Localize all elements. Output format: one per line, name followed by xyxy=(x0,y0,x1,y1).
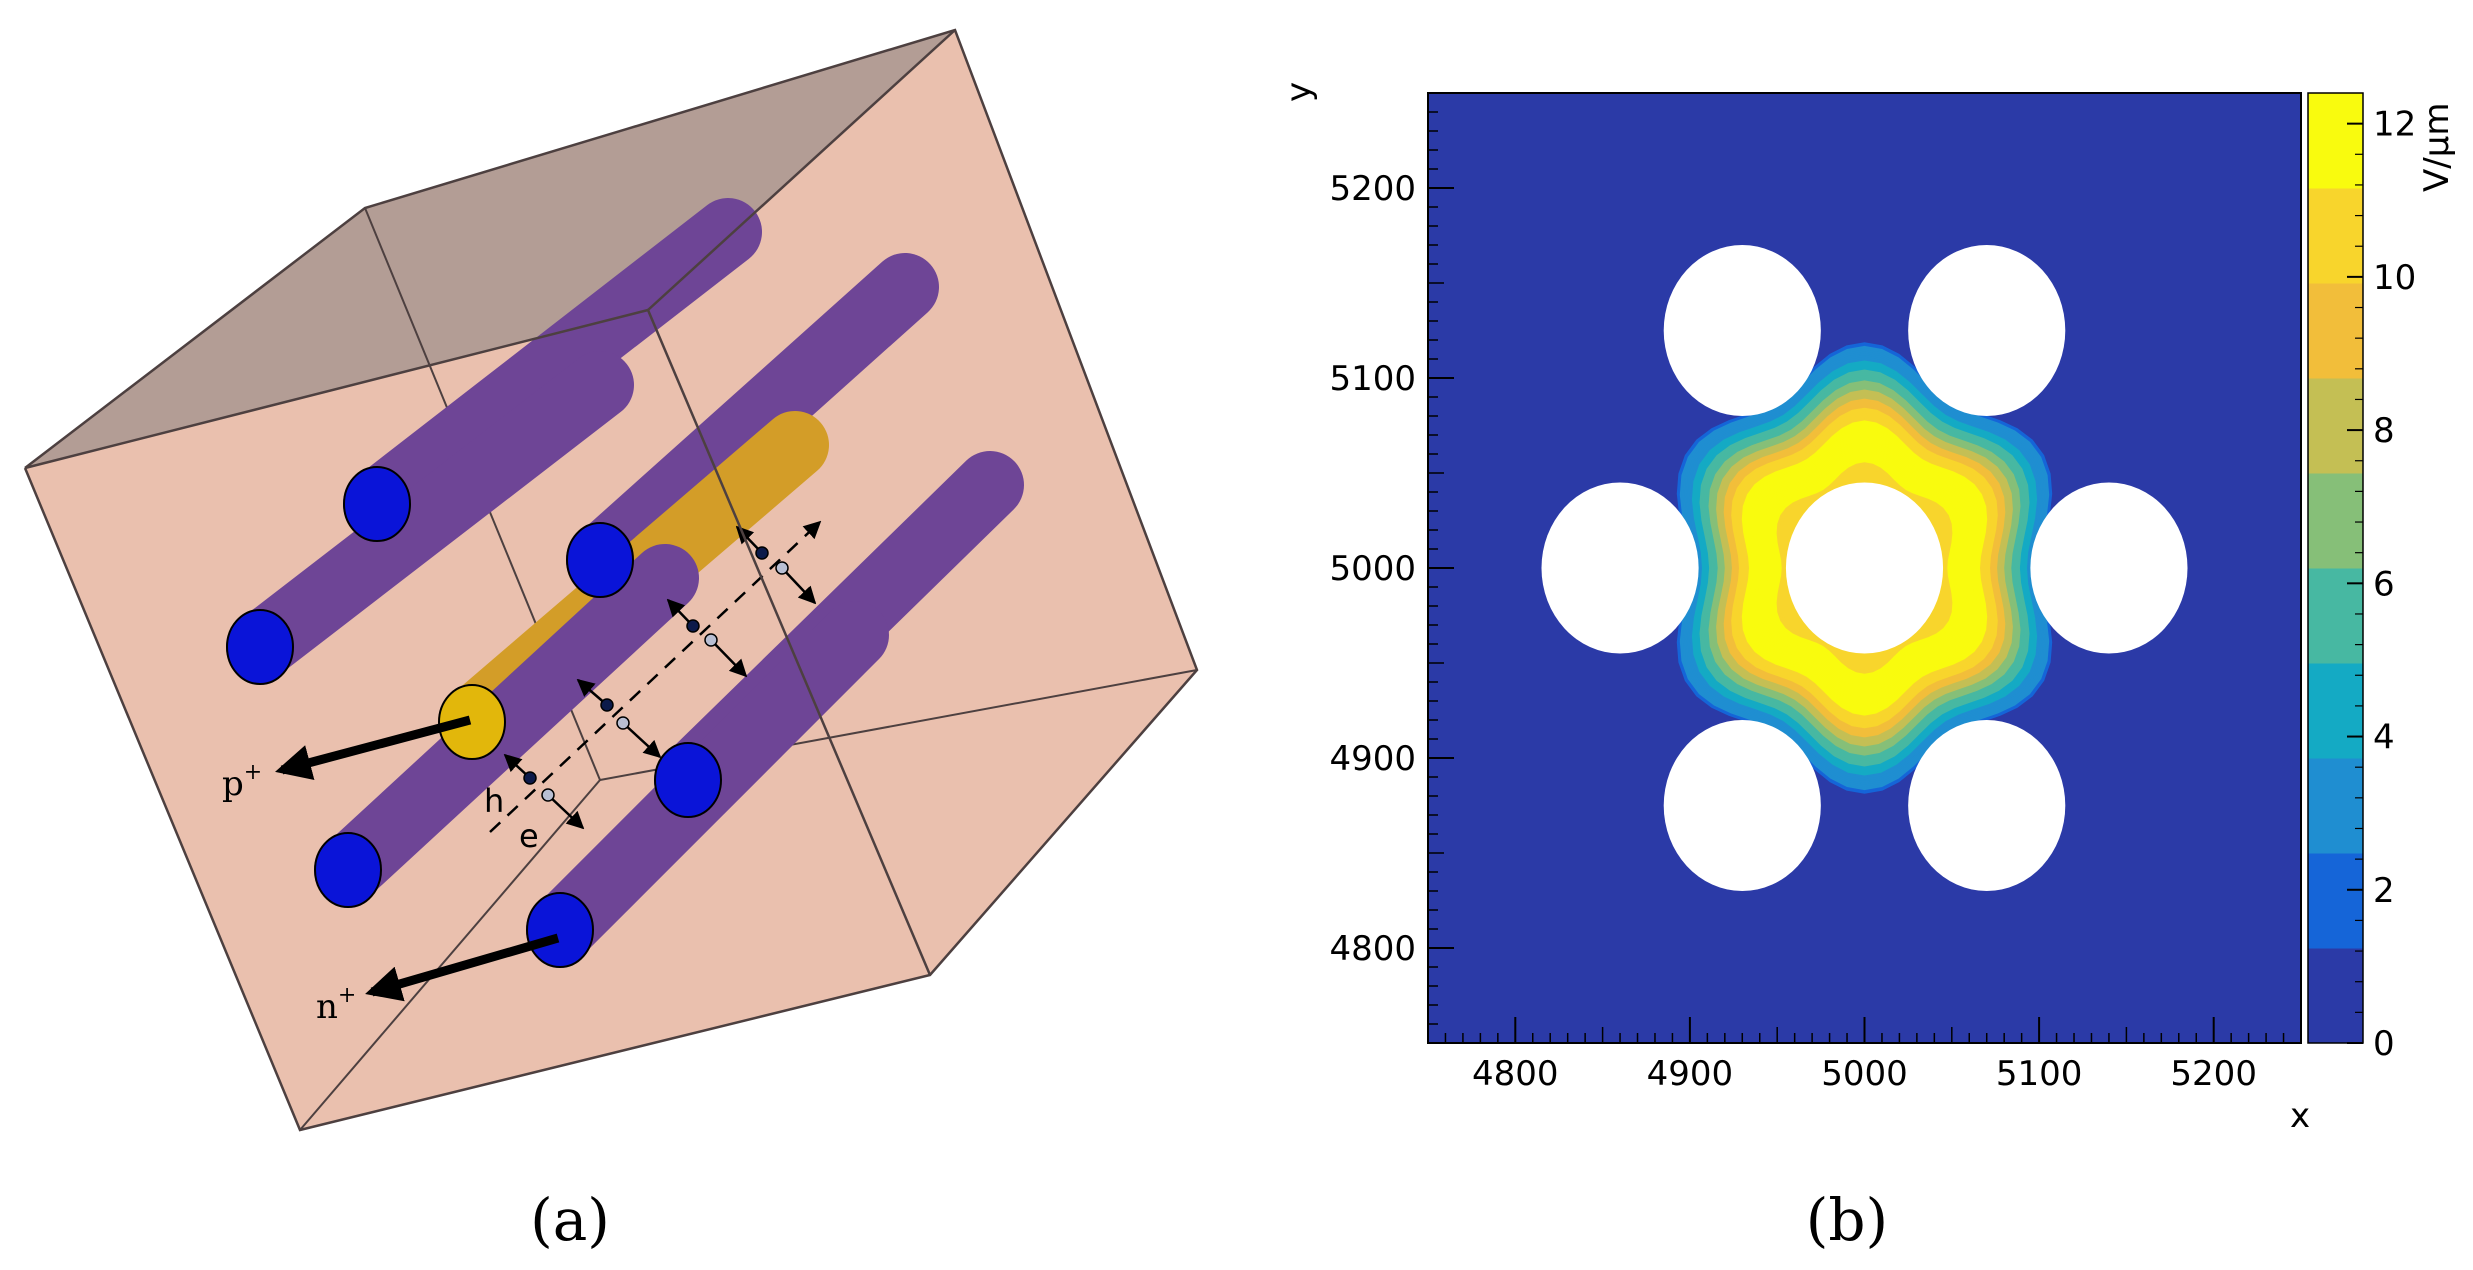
electrode-hole xyxy=(1663,245,1821,416)
electrode-column xyxy=(566,253,939,594)
electrode-column xyxy=(343,198,762,538)
carrier-pair xyxy=(666,598,748,678)
p-plus-label: p+ xyxy=(222,760,262,804)
p-plus-arrow xyxy=(275,715,472,780)
electrode-hole xyxy=(2030,482,2188,654)
electron-dot xyxy=(704,633,718,647)
cube-visible-edges xyxy=(23,28,1199,1132)
electrode-column xyxy=(226,351,634,681)
electron-dot xyxy=(616,716,630,730)
y-axis: 4800 4900 5000 5100 5200 xyxy=(1329,92,1454,1044)
colorbar-swatch xyxy=(2308,283,2363,379)
electron-dot xyxy=(541,788,555,802)
electrode-cap xyxy=(226,609,294,685)
colorbar-swatch xyxy=(2308,93,2363,189)
carrier-pair xyxy=(576,678,662,759)
electrode-cap xyxy=(654,742,722,818)
y-tick-label: 4900 xyxy=(1329,739,1416,779)
colorbar-tick-label: 10 xyxy=(2373,258,2416,298)
colorbar-swatch xyxy=(2308,948,2363,1044)
colorbar-label: V/µm xyxy=(2417,103,2457,192)
electrode-hole xyxy=(1785,482,1944,654)
hole-dot xyxy=(600,698,614,712)
y-tick-label: 5100 xyxy=(1329,359,1416,399)
n-plus-label: n+ xyxy=(316,983,356,1027)
x-tick-label: 5100 xyxy=(1996,1054,2083,1094)
colorbar: 0 2 4 6 8 10 12 xyxy=(2307,92,2416,1064)
colorbar-tick-label: 12 xyxy=(2373,105,2416,145)
electrode-column xyxy=(314,544,699,904)
panel-a-label: (a) xyxy=(530,1186,610,1254)
electron-label: e xyxy=(519,817,539,855)
colorbar-frame xyxy=(2307,92,2364,1044)
cube-top-face xyxy=(25,30,955,468)
electrode-cap xyxy=(343,466,411,542)
x-tick-label: 4800 xyxy=(1472,1054,1559,1094)
electron-dot xyxy=(775,561,789,575)
hole-label: h xyxy=(484,782,504,820)
readout-cap xyxy=(438,684,506,760)
n-plus-arrow xyxy=(365,933,560,1002)
x-axis: 4800 4900 5000 5100 5200 xyxy=(1427,1017,2302,1094)
colorbar-tick-label: 0 xyxy=(2373,1024,2395,1064)
electrode-cap xyxy=(526,892,594,968)
y-tick-label: 5000 xyxy=(1329,549,1416,589)
colorbar-tick-label: 2 xyxy=(2373,871,2395,911)
y-axis-label: y xyxy=(1279,82,1319,102)
colorbar-swatch xyxy=(2308,188,2363,284)
electrode-hole xyxy=(1908,720,2066,891)
colorbar-swatch xyxy=(2308,758,2363,854)
x-tick-label: 4900 xyxy=(1647,1054,1734,1094)
hole-dot xyxy=(686,619,700,633)
electrode-hole xyxy=(1541,482,1699,654)
y-tick-label: 4800 xyxy=(1329,929,1416,969)
colorbar-swatch xyxy=(2308,663,2363,759)
colorbar-tick-label: 6 xyxy=(2373,564,2395,604)
electrode-caps xyxy=(226,466,722,968)
heatmap-area xyxy=(1428,93,2301,1043)
x-tick-label: 5000 xyxy=(1821,1054,1908,1094)
electrode-hole xyxy=(1908,245,2066,416)
colorbar-swatch xyxy=(2308,378,2363,474)
electrode-cap xyxy=(314,832,382,908)
colorbar-swatch xyxy=(2308,473,2363,569)
x-axis-label: x xyxy=(2290,1096,2310,1136)
hole-dot xyxy=(755,546,769,560)
x-tick-label: 5200 xyxy=(2170,1054,2257,1094)
colorbar-swatch xyxy=(2308,853,2363,949)
panel-b-heatmap: 4800 4900 5000 5100 5200 4800 4900 5000 5100 520… xyxy=(1279,82,2457,1254)
colorbar-tick-label: 4 xyxy=(2373,718,2395,758)
y-tick-label: 5200 xyxy=(1329,169,1416,209)
panel-a-3d-sketch: p+ n+ h e (a) xyxy=(23,28,1199,1254)
cube-side-face xyxy=(648,30,1197,975)
panel-b-label: (b) xyxy=(1806,1186,1888,1254)
colorbar-tick-label: 8 xyxy=(2373,411,2395,451)
electrode-cap xyxy=(566,522,634,598)
carrier-pair xyxy=(503,753,585,830)
electrode-hole xyxy=(1663,720,1821,891)
hole-dot xyxy=(523,771,537,785)
